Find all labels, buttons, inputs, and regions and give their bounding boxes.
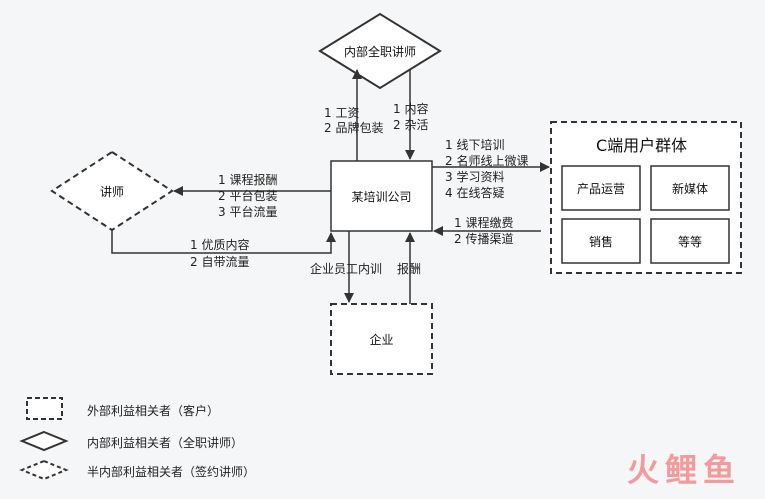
- edge-label-users-to-company-1: 1 课程缴费: [454, 216, 514, 230]
- edge-label-company-to-lecturer-1: 1 课程报酬: [218, 173, 278, 187]
- c-users-item-box-4: [650, 218, 730, 264]
- edge-label-internal-to-company-1: 1 内容: [393, 102, 429, 116]
- enterprise-node: [330, 303, 433, 375]
- c-users-item-box-1: [561, 165, 641, 211]
- legend-label-2: 内部利益相关者（全职讲师）: [87, 436, 244, 450]
- edge-label-company-to-users-3: 3 学习资料: [445, 170, 505, 184]
- internal-lecturer-label: 内部全职讲师: [343, 45, 416, 59]
- company-node: [330, 160, 433, 232]
- company-label: 某培训公司: [351, 190, 412, 204]
- edge-label-users-to-company-2: 2 传播渠道: [454, 232, 514, 246]
- c-users-item-3: 销售: [588, 235, 613, 249]
- edge-label-company-to-enterprise: 企业员工内训: [310, 262, 383, 276]
- edge-label-company-to-users-2: 2 名师线上微课: [445, 154, 529, 168]
- edge-label-lecturer-to-company-2: 2 自带流量: [190, 255, 250, 269]
- edge-label-company-to-lecturer-2: 2 平台包装: [218, 189, 278, 203]
- edge-label-company-to-internal-2: 2 品牌包装: [324, 121, 384, 135]
- c-users-item-box-3: [561, 218, 641, 264]
- legend-label-3: 半内部利益相关者（签约讲师）: [87, 465, 256, 479]
- edge-label-company-to-users-4: 4 在线答疑: [445, 186, 505, 200]
- c-users-item-4: 等等: [677, 235, 702, 249]
- c-users-item-box-2: [650, 165, 730, 211]
- edge-label-company-to-users-1: 1 线下培训: [445, 138, 505, 152]
- legend-solid-diamond: [19, 430, 69, 452]
- edge-label-enterprise-to-company: 报酬: [397, 262, 422, 276]
- edge-label-lecturer-to-company-1: 1 优质内容: [190, 238, 250, 252]
- c-users-item-2: 新媒体: [671, 182, 708, 196]
- edge-label-internal-to-company-2: 2 杂活: [393, 118, 429, 132]
- c-users-title: C端用户群体: [596, 136, 688, 155]
- lecturer-label: 讲师: [99, 185, 124, 199]
- legend-dashed-diamond: [19, 459, 69, 481]
- edge-label-company-to-internal-1: 1 工资: [324, 106, 360, 120]
- legend-label-1: 外部利益相关者（客户）: [87, 404, 220, 418]
- c-users-item-1: 产品运营: [576, 182, 625, 196]
- internal-lecturer-node: [318, 12, 442, 90]
- watermark-logo: 火鲤鱼: [626, 451, 741, 489]
- edge-lecturer-to-company: [111, 230, 336, 254]
- legend-dashed-rectangle: [26, 397, 63, 420]
- edge-label-company-to-lecturer-3: 3 平台流量: [218, 205, 278, 219]
- enterprise-label: 企业: [369, 333, 394, 347]
